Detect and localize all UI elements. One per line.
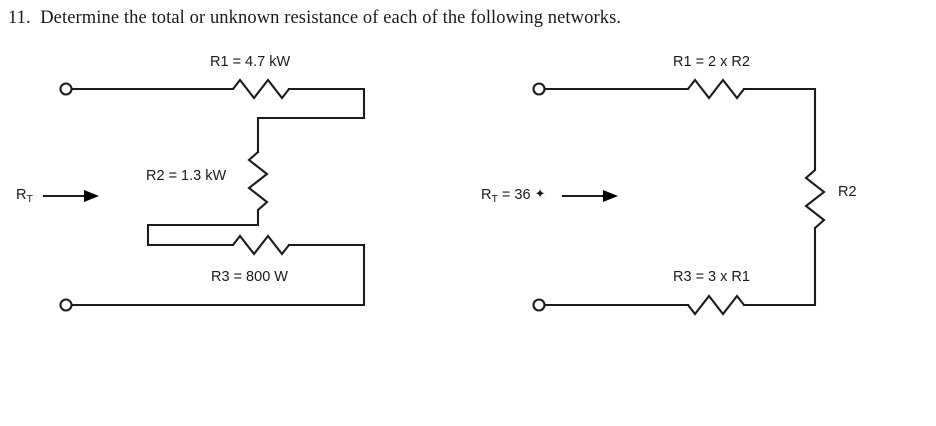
left-r2-label: R2 = 1.3 kW xyxy=(146,168,227,184)
question-title: 11. Determine the total or unknown resis… xyxy=(8,8,622,28)
left-r1-resistor xyxy=(232,78,290,100)
right-rt-unit-glyph-icon: ✦ xyxy=(534,187,546,202)
left-rt-arrow-head xyxy=(84,190,99,202)
left-r1-to-r2-wire xyxy=(256,87,366,154)
left-r3-to-bottom-wire xyxy=(70,243,366,307)
right-top-terminal xyxy=(532,82,546,96)
right-network-group xyxy=(532,78,826,316)
left-bottom-terminal xyxy=(59,298,73,312)
right-bottom-terminal xyxy=(532,298,546,312)
right-r2-resistor xyxy=(804,169,826,229)
left-rt-symbol: R xyxy=(16,187,27,203)
right-r2-label: R2 xyxy=(838,184,857,200)
right-r3-resistor xyxy=(687,294,745,316)
right-r3-label: R3 = 3 x R1 xyxy=(673,269,750,285)
left-rt-subscript: T xyxy=(26,193,33,205)
right-r1-label: R1 = 2 x R2 xyxy=(673,54,750,70)
left-rt-label: RT xyxy=(16,187,33,205)
left-r3-label: R3 = 800 W xyxy=(211,269,288,285)
left-r2-to-r3-wire xyxy=(146,208,260,247)
left-r1-label: R1 = 4.7 kW xyxy=(210,54,291,70)
left-top-terminal xyxy=(59,82,73,96)
right-rt-symbol: R xyxy=(481,187,492,203)
right-r1-to-r2-wire xyxy=(742,87,817,172)
left-r3-resistor xyxy=(232,234,290,256)
left-r2-resistor xyxy=(247,151,269,211)
right-rt-value: = 36 xyxy=(497,187,535,203)
right-rt-label: RT = 36 ✦ xyxy=(481,187,546,205)
left-network-group xyxy=(42,78,366,312)
right-rt-subscript: T xyxy=(491,193,498,205)
right-rt-arrow-head xyxy=(603,190,618,202)
right-r1-resistor xyxy=(687,78,745,100)
right-r2-to-r3-wire xyxy=(742,226,817,307)
